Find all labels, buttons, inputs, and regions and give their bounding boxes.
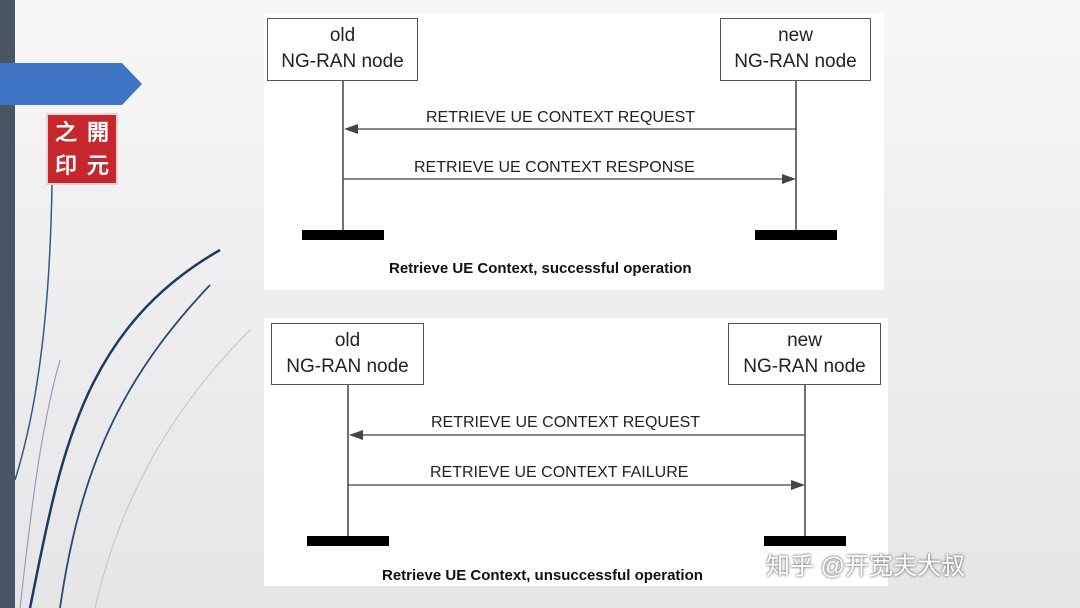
diagram-caption: Retrieve UE Context, successful operatio…: [389, 260, 692, 277]
old-ng-ran-node-box: old NG-RAN node: [267, 18, 418, 81]
message-label-request: RETRIEVE UE CONTEXT REQUEST: [431, 414, 701, 431]
new-ng-ran-node-box: new NG-RAN node: [720, 18, 871, 81]
message-label-request: RETRIEVE UE CONTEXT REQUEST: [426, 109, 696, 126]
seal-char: 元: [86, 153, 109, 179]
left-sidebar-bar: [0, 0, 15, 608]
sequence-lines: [307, 384, 846, 546]
old-ng-ran-node-box: old NG-RAN node: [271, 323, 424, 385]
node-label-line2: NG-RAN node: [281, 51, 404, 72]
sequence-lines: [302, 79, 837, 240]
node-label-line2: NG-RAN node: [734, 51, 857, 72]
seal-char: 之: [54, 120, 77, 146]
node-label-line2: NG-RAN node: [743, 356, 866, 377]
node-label-line1: old: [334, 330, 361, 351]
arrow-tab-icon: [0, 63, 142, 105]
message-label-response: RETRIEVE UE CONTEXT RESPONSE: [414, 159, 695, 176]
node-label-line2: NG-RAN node: [286, 356, 409, 377]
seal-char: 印: [54, 153, 77, 179]
diagram-panel-unsuccessful: old NG-RAN node new NG-RAN node RETRIEVE…: [264, 318, 888, 586]
diagram-panel-successful: old NG-RAN node new NG-RAN node RETRIEVE…: [264, 13, 884, 290]
message-label-failure: RETRIEVE UE CONTEXT FAILURE: [430, 464, 689, 481]
diagram-caption: Retrieve UE Context, unsuccessful operat…: [382, 567, 703, 584]
node-label-line1: new: [778, 25, 813, 46]
seal-char: 開: [86, 120, 109, 146]
new-ng-ran-node-box: new NG-RAN node: [728, 323, 881, 385]
seal-logo: 之 開 印 元: [46, 113, 118, 185]
node-label-line1: old: [329, 25, 356, 46]
watermark-text: 知乎 @开宽夫大叔: [766, 553, 966, 580]
node-label-line1: new: [787, 330, 822, 351]
